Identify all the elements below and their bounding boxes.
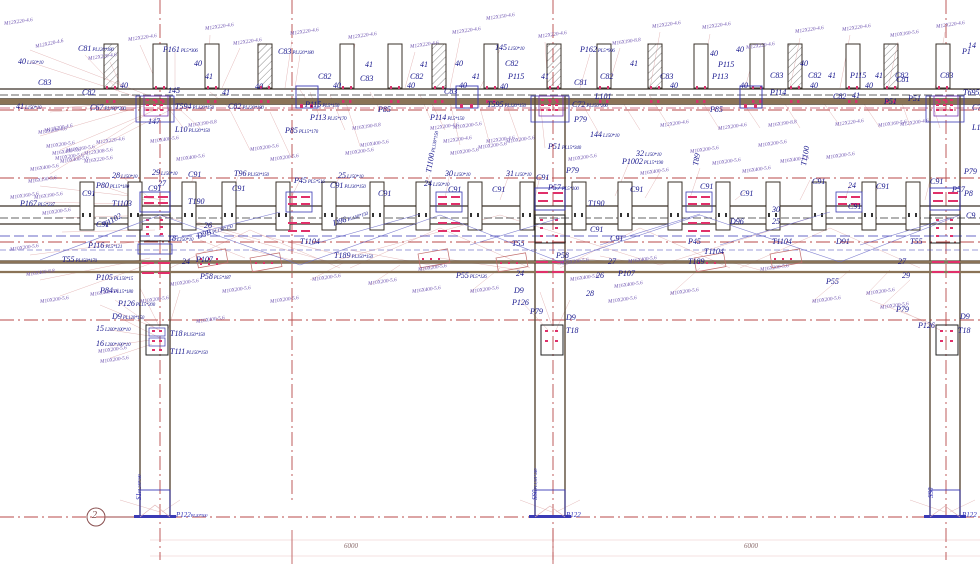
dimension-lines	[150, 539, 980, 557]
column-right	[924, 95, 966, 518]
mid-level-stubs	[79, 181, 921, 231]
tie-beam	[0, 249, 980, 274]
mid-level-bolts	[82, 213, 917, 217]
column-mid	[529, 95, 571, 518]
bottom-grid-ticks	[291, 530, 554, 564]
connection-clusters	[137, 95, 961, 356]
bracing-diagonals	[39, 211, 961, 266]
columns	[134, 95, 966, 518]
roof-purlin-stubs	[103, 43, 951, 109]
column-left	[134, 95, 176, 518]
leader-lines	[29, 31, 976, 513]
